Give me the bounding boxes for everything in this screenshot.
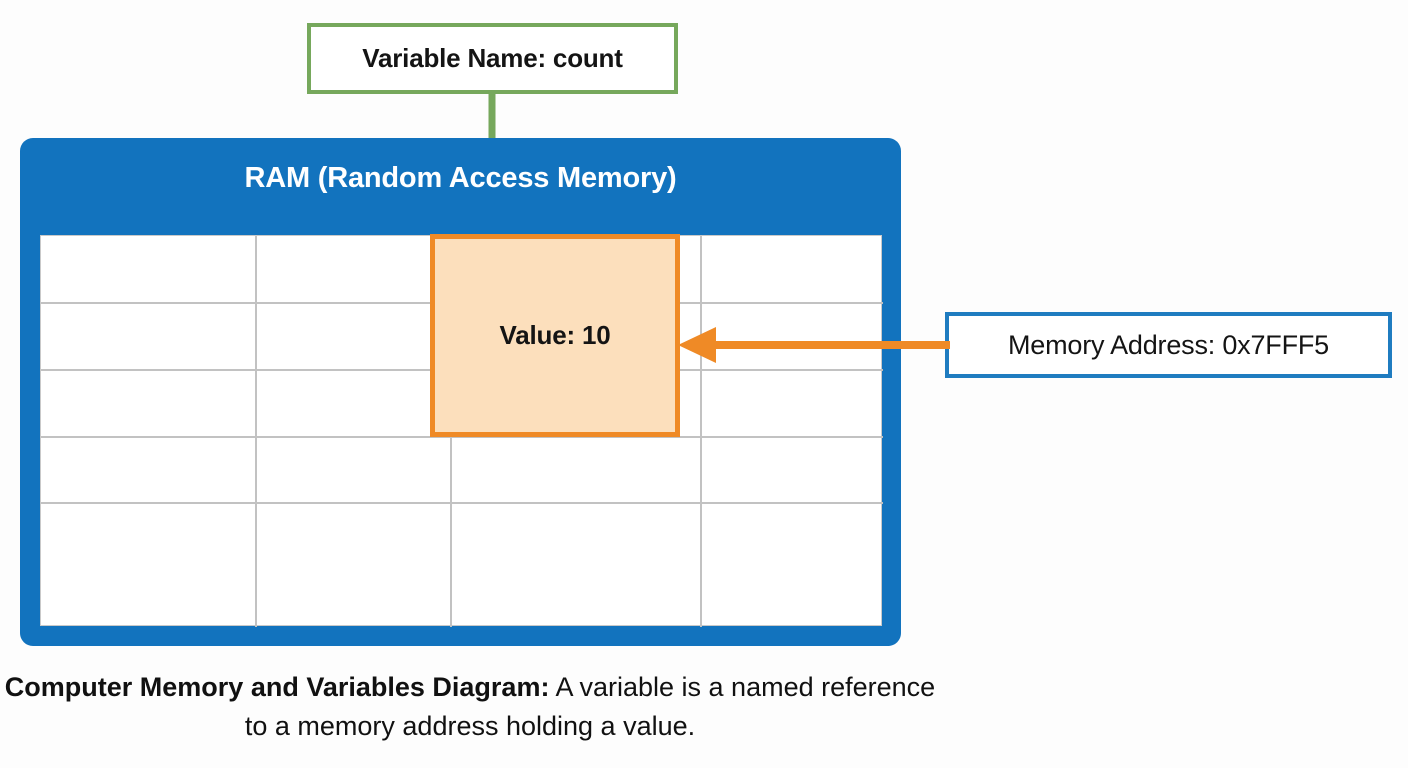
variable-name-label: Variable Name: count [362, 43, 623, 73]
variable-name-callout[interactable]: Variable Name: count [307, 23, 678, 94]
diagram-caption: Computer Memory and Variables Diagram: A… [0, 668, 940, 746]
grid-column-divider [700, 236, 702, 627]
highlighted-memory-cell[interactable]: Value: 10 [430, 234, 680, 437]
memory-cell-value-label: Value: 10 [499, 320, 611, 350]
grid-column-divider [255, 236, 257, 627]
ram-panel-title: RAM (Random Access Memory) [244, 162, 677, 194]
memory-address-label: Memory Address: 0x7FFF5 [1008, 329, 1329, 360]
table-row [41, 504, 883, 627]
table-row [41, 371, 883, 438]
caption-rest: A variable is a named reference to a mem… [244, 672, 936, 742]
caption-bold-prefix: Computer Memory and Variables Diagram: [4, 672, 550, 702]
left-arrow-orange-icon [678, 327, 950, 363]
memory-address-callout[interactable]: Memory Address: 0x7FFF5 [945, 312, 1392, 378]
table-row [41, 438, 883, 504]
